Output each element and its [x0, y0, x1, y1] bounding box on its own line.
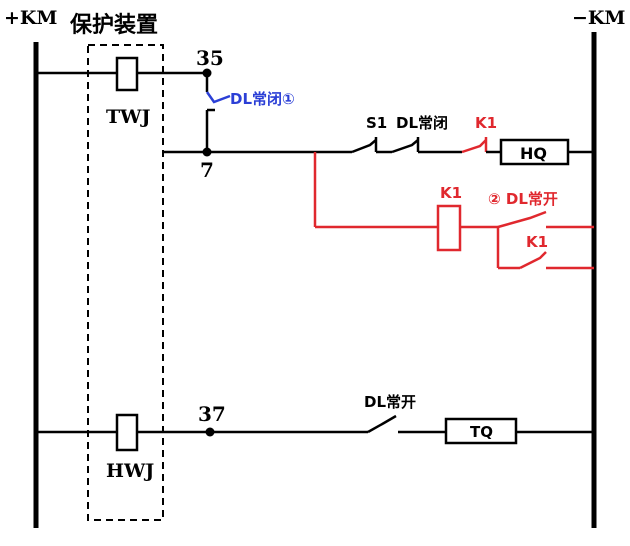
dl-no-2-label: ② DL常开 [488, 190, 558, 208]
negative-bus-label: −KM [572, 7, 625, 29]
node-7-label: 7 [200, 158, 214, 182]
dl-no-contact [367, 414, 397, 434]
hq-coil [499, 138, 570, 166]
s1-label: S1 [366, 114, 387, 132]
hwj-label: HWJ [106, 460, 154, 482]
dl-nc-1-label: DL常闭① [230, 90, 295, 108]
dl-no-2-contact [497, 210, 547, 229]
dl-nc-1-contact [205, 91, 231, 104]
tq-label: TQ [470, 423, 493, 441]
node-35-label: 35 [196, 46, 224, 70]
protection-device-box [87, 44, 164, 521]
k1-coil-label: K1 [440, 184, 462, 202]
hq-label: HQ [520, 144, 547, 163]
node-37-label: 37 [198, 402, 226, 426]
k1-top-label: K1 [475, 114, 497, 132]
tq-coil [444, 417, 518, 445]
positive-bus-label: +KM [4, 7, 57, 29]
s1-contact [351, 139, 377, 154]
dl-nc-contact [391, 139, 419, 154]
k1-holding-contact [519, 251, 547, 270]
dl-nc-label: DL常闭 [396, 114, 448, 132]
twj-coil [115, 56, 139, 92]
k1-coil [436, 204, 462, 252]
k1-holding-label: K1 [526, 233, 548, 251]
hwj-coil [115, 413, 139, 452]
protection-device-label: 保护装置 [69, 13, 158, 38]
k1-nc-contact [461, 139, 487, 154]
dl-no-label: DL常开 [364, 393, 416, 411]
twj-label: TWJ [106, 106, 150, 128]
